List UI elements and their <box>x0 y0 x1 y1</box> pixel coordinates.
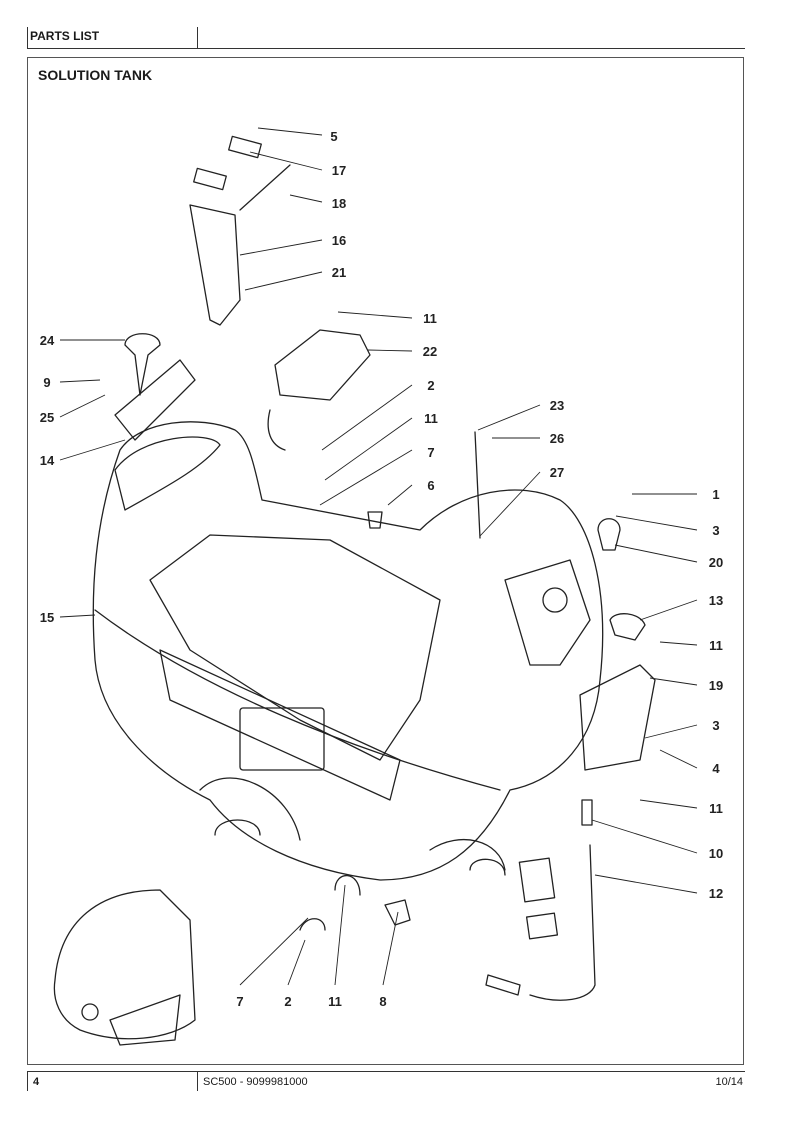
tank-front-panel <box>159 649 401 801</box>
tank-side-line <box>94 609 501 791</box>
part-10-fitting <box>581 799 593 826</box>
callout-16: 16 <box>332 233 346 248</box>
callout-9: 9 <box>43 375 50 390</box>
tank-right-compartment <box>504 559 591 666</box>
part-23-cable <box>474 431 481 539</box>
callout-23: 23 <box>550 398 564 413</box>
callout-15: 15 <box>40 610 54 625</box>
tank-lower-curve <box>199 777 301 841</box>
tank-label-plate <box>239 707 325 771</box>
header-tick-left <box>27 27 28 48</box>
part-clip-right <box>469 858 506 876</box>
callout-22: 22 <box>423 344 437 359</box>
callout-13: 13 <box>709 593 723 608</box>
callout-4: 4 <box>712 761 720 776</box>
tank-body <box>92 421 604 881</box>
revision-date: 10/14 <box>715 1076 743 1088</box>
callout-12: 12 <box>709 886 723 901</box>
callout-7: 7 <box>427 445 434 460</box>
part-19-bracket <box>579 664 656 771</box>
part-clip-left <box>214 819 261 836</box>
page-number: 4 <box>33 1076 40 1088</box>
part-24-funnel <box>124 333 161 396</box>
part-13-clamp <box>609 613 646 641</box>
header-rule <box>27 48 745 49</box>
part-18-rod <box>239 164 291 211</box>
tank-inner-opening <box>149 534 441 761</box>
callout-17: 17 <box>332 163 346 178</box>
callout-10: 10 <box>709 846 723 861</box>
footer-tick-mid <box>197 1071 198 1091</box>
part-label-a <box>518 857 556 903</box>
part-12-pipe <box>529 844 596 1001</box>
part-14-grip <box>114 359 196 441</box>
callout-14: 14 <box>40 453 55 468</box>
callout-7: 7 <box>236 994 243 1009</box>
tank-left-inlet <box>114 436 221 511</box>
part-7-clip-bottom <box>299 918 326 931</box>
part-8-valve <box>384 899 411 926</box>
part-label-b <box>525 912 559 940</box>
callout-27: 27 <box>550 465 564 480</box>
callout-6: 6 <box>427 478 434 493</box>
part-17-bracket-b <box>193 167 227 191</box>
part-20-knob <box>597 518 621 551</box>
callout-24: 24 <box>40 333 55 348</box>
diagram-frame <box>27 57 744 1065</box>
callout-3: 3 <box>712 523 719 538</box>
header-tick-right <box>197 27 198 48</box>
callout-26: 26 <box>550 431 564 446</box>
callout-1: 1 <box>712 487 719 502</box>
tank-fill-cap <box>542 587 568 613</box>
part-2-clamp <box>267 409 286 451</box>
callout-11: 11 <box>709 638 723 653</box>
callout-11: 11 <box>424 411 438 426</box>
model-code: SC500 - 9099981000 <box>203 1076 308 1088</box>
footer-tick-left <box>27 1071 28 1091</box>
callout-19: 19 <box>709 678 723 693</box>
part-6-cap <box>367 511 383 529</box>
callout-25: 25 <box>40 410 54 425</box>
callout-11: 11 <box>423 311 437 326</box>
diagram-title: SOLUTION TANK <box>38 67 153 83</box>
part-17-bracket-a <box>228 135 262 159</box>
callout-21: 21 <box>332 265 346 280</box>
part-11-clip-bottom <box>334 874 361 896</box>
section-title: PARTS LIST <box>30 29 100 43</box>
part-22-cover <box>274 329 371 401</box>
part-bottom-fitting <box>485 974 521 996</box>
footer-rule <box>27 1071 745 1072</box>
callout-18: 18 <box>332 196 346 211</box>
callout-11: 11 <box>709 801 723 816</box>
part-16-hose-reel <box>189 204 241 326</box>
callout-5: 5 <box>330 129 337 144</box>
tank-wheel-arch <box>429 838 506 871</box>
machine-thumbnail <box>53 889 196 1040</box>
callout-20: 20 <box>709 555 723 570</box>
callout-2: 2 <box>427 378 434 393</box>
callout-3: 3 <box>712 718 719 733</box>
callout-2: 2 <box>284 994 291 1009</box>
callout-labels: 5 17 18 16 21 11 22 24 9 25 14 2 11 7 6 … <box>40 129 723 1009</box>
callout-11: 11 <box>328 994 342 1009</box>
callout-8: 8 <box>379 994 386 1009</box>
